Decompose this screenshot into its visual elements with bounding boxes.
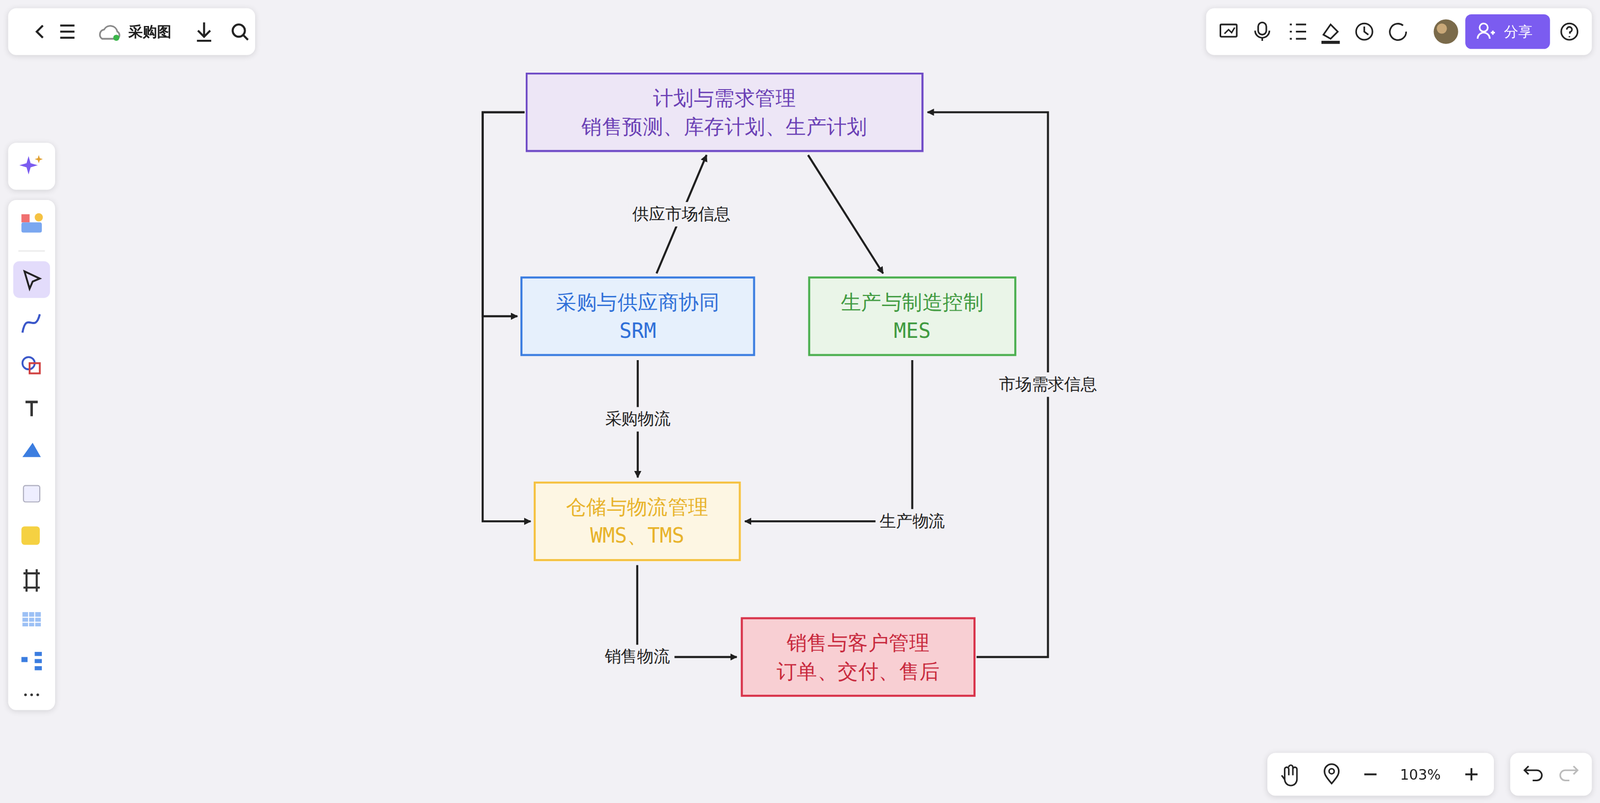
box-body: MES xyxy=(893,316,931,345)
connector xyxy=(637,565,737,658)
undo-icons xyxy=(1510,753,1593,797)
zoom-icons xyxy=(1267,753,1494,797)
box-body: SRM xyxy=(619,316,656,345)
connector xyxy=(482,112,531,522)
connector xyxy=(807,154,883,274)
box-heading: 仓储与物流管理 xyxy=(566,492,709,522)
ai-button xyxy=(7,142,55,190)
zoom-toolbar: 103% xyxy=(1267,753,1494,797)
top-right-toolbar: 分享 xyxy=(1206,7,1593,55)
box-body: 销售预测、库存计划、生产计划 xyxy=(581,112,868,142)
sparkle-icon xyxy=(7,142,55,190)
process-box: 生产与制造控制MES xyxy=(807,276,1016,356)
box-heading: 计划与需求管理 xyxy=(653,83,796,113)
edge-label: 采购物流 xyxy=(601,406,675,432)
left-toolbar xyxy=(7,200,55,711)
box-body: WMS、TMS xyxy=(589,521,684,551)
ui-label: 采购图 xyxy=(128,23,172,40)
help-icon xyxy=(1559,21,1580,42)
box-heading: 生产与制造控制 xyxy=(840,287,984,317)
edge-label: 供应市场信息 xyxy=(628,202,735,227)
share-button: 分享 xyxy=(1465,14,1551,49)
ui-label: 103% xyxy=(1400,766,1441,784)
process-box: 采购与供应商协同SRM xyxy=(520,276,755,356)
process-box: 仓储与物流管理WMS、TMS xyxy=(533,481,741,562)
connector xyxy=(744,360,912,522)
box-body: 订单、交付、售后 xyxy=(776,657,941,686)
process-box: 销售与客户管理订单、交付、售后 xyxy=(740,617,976,698)
process-box: 计划与需求管理销售预测、库存计划、生产计划 xyxy=(525,72,924,153)
connector xyxy=(482,112,525,317)
edge-label: 生产物流 xyxy=(875,509,949,534)
box-heading: 销售与客户管理 xyxy=(786,628,930,658)
edge-label: 销售物流 xyxy=(600,645,674,670)
ui-label: 分享 xyxy=(1503,23,1533,40)
share-icon xyxy=(1475,21,1496,42)
edge-label: 市场需求信息 xyxy=(994,372,1101,397)
box-heading: 采购与供应商协同 xyxy=(555,287,720,317)
undo-toolbar xyxy=(1510,753,1593,797)
toolbar-icons xyxy=(7,200,55,711)
